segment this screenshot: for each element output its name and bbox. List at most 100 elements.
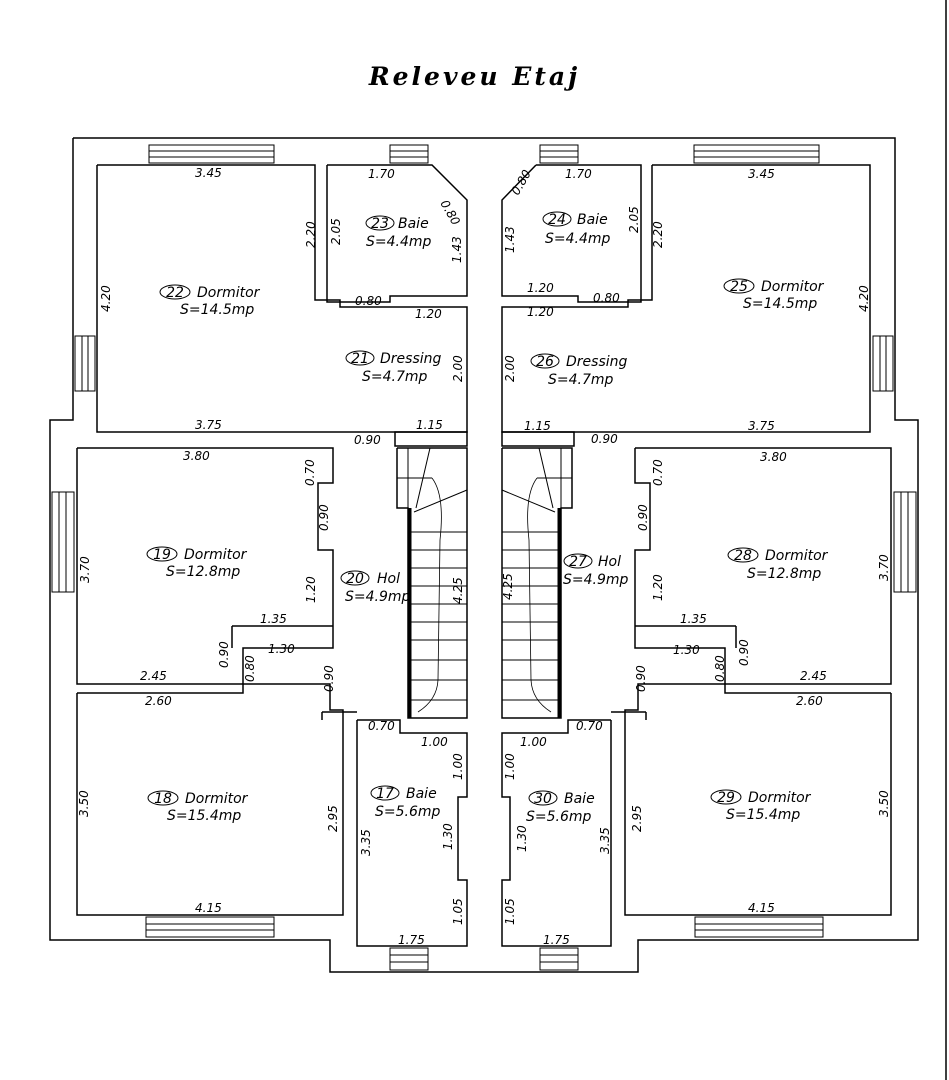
- staircase-right: [501, 447, 573, 719]
- room-20-label: 20 Hol S=4.9mp: [340, 570, 411, 605]
- room-name: Dormitor: [761, 279, 825, 295]
- room-25-outline: [501, 164, 871, 433]
- dimension: 2.60: [145, 694, 172, 708]
- room-number: 19: [153, 547, 171, 563]
- dimension: 0.80: [437, 198, 463, 228]
- dimension: 0.80: [593, 291, 620, 305]
- plan-title: Releveu Etaj: [368, 62, 581, 91]
- dimension: 2.05: [329, 218, 343, 245]
- dimension: 3.35: [359, 829, 373, 856]
- room-area: S=15.4mp: [726, 807, 800, 823]
- dimension: 4.15: [195, 901, 222, 915]
- room-name: Dormitor: [765, 548, 829, 564]
- dimension: 3.70: [78, 556, 92, 583]
- dimension: 1.20: [304, 576, 318, 603]
- room-area: S=4.9mp: [563, 572, 629, 588]
- dimension: 1.15: [524, 419, 551, 433]
- room-number: 17: [376, 786, 394, 802]
- room-18-outline: [76, 683, 344, 916]
- dimension: 3.75: [195, 418, 222, 432]
- dimension: 1.30: [268, 642, 295, 656]
- dimension: 0.70: [576, 719, 603, 733]
- room-area: S=5.6mp: [375, 804, 441, 820]
- dimension: 0.90: [591, 432, 618, 446]
- room-29-outline: [624, 683, 892, 916]
- room-name: Dormitor: [197, 285, 261, 301]
- room-name: Hol: [377, 571, 400, 587]
- dimension: 4.20: [99, 285, 113, 312]
- dimension: 4.20: [857, 285, 871, 312]
- room-22-outline: [96, 164, 468, 433]
- room-19-label: 19 Dormitor S=12.8mp: [146, 546, 248, 580]
- dimension: 0.70: [303, 459, 317, 486]
- room-name: Hol: [598, 554, 621, 570]
- room-name: Dormitor: [185, 791, 249, 807]
- dimension: 0.90: [354, 433, 381, 447]
- staircase-left: [396, 447, 468, 719]
- dimension: 0.80: [355, 294, 382, 308]
- dimension: 1.30: [441, 823, 455, 850]
- room-23-outline: [326, 164, 468, 303]
- dimension: 1.30: [515, 825, 529, 852]
- dimension-labels: 3.45 1.70 0.80 2.20 2.05 1.43 4.20 0.80 …: [77, 166, 891, 947]
- dimension: 1.30: [673, 643, 700, 657]
- dimension: 0.90: [317, 504, 331, 531]
- room-27-label: 27 Hol S=4.9mp: [563, 553, 629, 588]
- dimension: 1.43: [503, 226, 517, 253]
- room-28-outline: [634, 447, 892, 685]
- room-name: Baie: [564, 791, 595, 807]
- room-25-label: 25 Dormitor S=14.5mp: [723, 278, 825, 312]
- room-number: 21: [351, 351, 369, 367]
- rooms-left-walls: [76, 164, 468, 947]
- room-18-label: 18 Dormitor S=15.4mp: [147, 790, 249, 824]
- room-area: S=5.6mp: [526, 809, 592, 825]
- dimension: 0.90: [737, 639, 751, 666]
- dimension: 2.45: [800, 669, 827, 683]
- dimension: 3.75: [748, 419, 775, 433]
- dimension: 4.25: [451, 577, 465, 604]
- dimension: 2.00: [451, 355, 465, 382]
- dimension: 0.90: [636, 504, 650, 531]
- room-area: S=4.7mp: [362, 369, 428, 385]
- dimension: 1.15: [416, 418, 443, 432]
- dimension: 2.95: [630, 805, 644, 832]
- dimension: 0.90: [217, 641, 231, 668]
- dimension: 1.00: [421, 735, 448, 749]
- dimension: 1.35: [680, 612, 707, 626]
- dimension: 2.45: [140, 669, 167, 683]
- dimension: 1.70: [565, 167, 592, 181]
- room-area: S=12.8mp: [166, 564, 240, 580]
- room-number: 24: [548, 212, 566, 228]
- room-number: 30: [534, 791, 552, 807]
- dimension: 1.05: [451, 898, 465, 925]
- dimension: 1.20: [527, 305, 554, 319]
- dimension: 1.20: [527, 281, 554, 295]
- room-name: Baie: [398, 216, 429, 232]
- room-number: 29: [717, 790, 735, 806]
- dimension: 3.35: [598, 827, 612, 854]
- room-area: S=12.8mp: [747, 566, 821, 582]
- room-name: Dressing: [566, 354, 628, 370]
- room-area: S=14.5mp: [180, 302, 254, 318]
- dimension: 0.70: [651, 459, 665, 486]
- room-number: 26: [536, 354, 554, 370]
- dimension: 3.50: [877, 790, 891, 817]
- dimension: 3.45: [195, 166, 222, 180]
- room-area: S=14.5mp: [743, 296, 817, 312]
- room-23-label: 23 Baie S=4.4mp: [365, 215, 432, 250]
- dimension: 1.00: [451, 753, 465, 780]
- room-number: 20: [346, 571, 364, 587]
- dimension: 1.20: [415, 307, 442, 321]
- room-24-outline: [501, 164, 642, 303]
- dimension: 0.80: [243, 655, 257, 682]
- room-19-outline: [76, 447, 334, 685]
- room-number: 18: [154, 791, 172, 807]
- room-21-label: 21 Dressing S=4.7mp: [345, 350, 442, 385]
- room-area: S=4.4mp: [366, 234, 432, 250]
- dimension: 1.75: [398, 933, 425, 947]
- room-name: Dressing: [380, 351, 442, 367]
- dimension: 2.20: [651, 221, 665, 248]
- dimension: 3.50: [77, 790, 91, 817]
- dimension: 1.70: [368, 167, 395, 181]
